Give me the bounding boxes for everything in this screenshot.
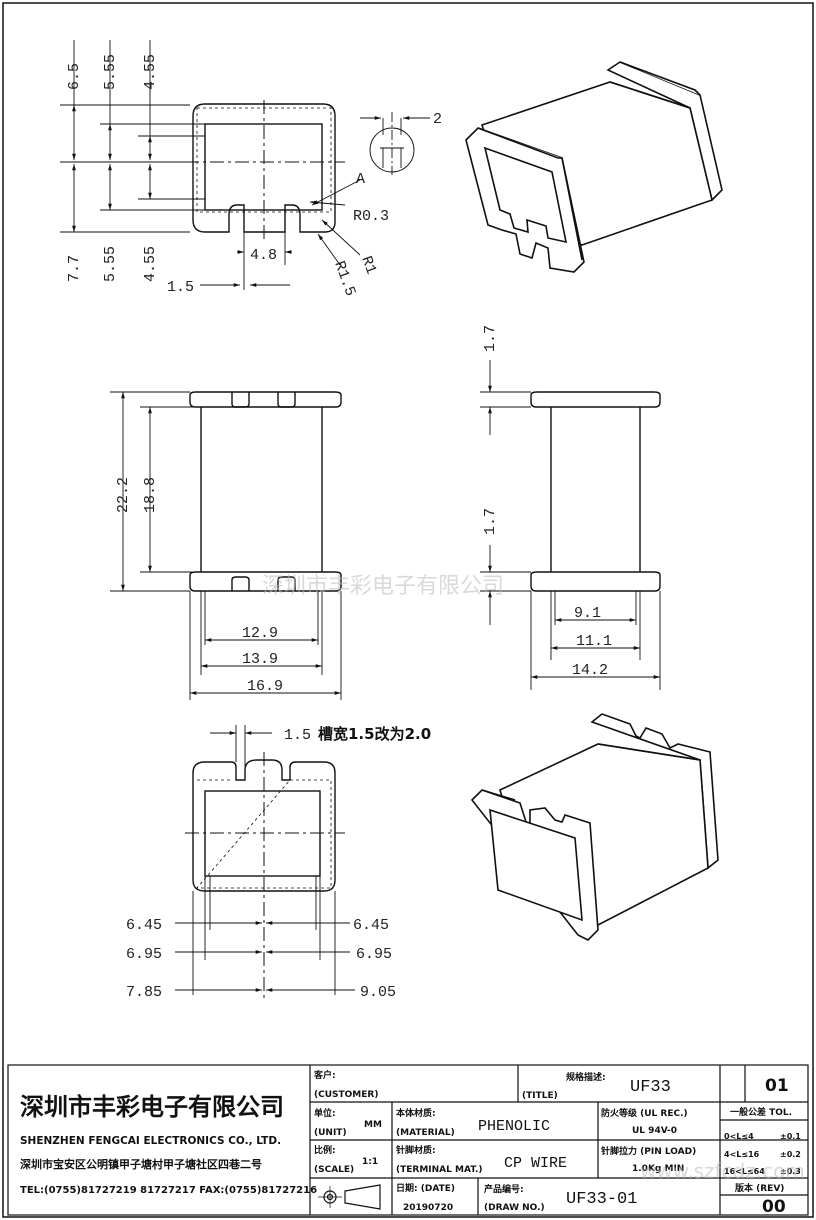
- tol-range-2: 4<L≤16: [724, 1150, 760, 1159]
- pinload-value: 1.0Kg MIN: [632, 1164, 684, 1174]
- company-address: 深圳市宝安区公明镇甲子塘村甲子塘社区四巷二号: [20, 1157, 262, 1171]
- date-label: 日期: (DATE): [396, 1182, 455, 1194]
- ul-value: UL 94V-0: [632, 1126, 677, 1136]
- drawno-value: UF33-01: [566, 1190, 637, 1209]
- side-view: [530, 391, 661, 592]
- company-name-en: SHENZHEN FENGCAI ELECTRONICS CO., LTD.: [20, 1135, 281, 1147]
- tol-value-1: ±0.1: [780, 1132, 801, 1141]
- watermark-text: 深圳市丰彩电子有限公司: [262, 574, 504, 599]
- tol-range-1: 0<L≤4: [724, 1132, 754, 1141]
- scale-label-cn: 比例:: [314, 1144, 336, 1156]
- terminal-value: CP WIRE: [504, 1155, 567, 1172]
- sheet-number: 01: [765, 1076, 789, 1096]
- isometric-view-top: [465, 61, 723, 273]
- scale-value: 1:1: [362, 1157, 378, 1167]
- site-watermark: www.szfcdz.com: [640, 1159, 805, 1183]
- dim-4.55-bottom: 4.55: [142, 246, 159, 282]
- top-view: [185, 100, 345, 240]
- customer-label-en: (CUSTOMER): [314, 1090, 378, 1100]
- dim-4.55-top: 4.55: [142, 54, 159, 90]
- dim-6.5: 6.5: [66, 63, 83, 90]
- dim-6.95-left: 6.95: [126, 946, 162, 963]
- bottom-view: [185, 752, 345, 1000]
- title-label-en: (TITLE): [522, 1091, 558, 1101]
- material-label-cn: 本体材质:: [396, 1107, 436, 1119]
- scale-label-en: (SCALE): [314, 1165, 354, 1175]
- revision-note: 槽宽1.5改为2.0: [318, 725, 431, 743]
- terminal-label-en: (TERMINAL MAT.): [396, 1165, 483, 1175]
- dim-r1.5: R1.5: [330, 259, 358, 299]
- unit-label-cn: 单位:: [314, 1107, 336, 1119]
- dim-5.55-top: 5.55: [102, 54, 119, 90]
- side-view-dim-lines: [480, 360, 661, 690]
- dim-9.1: 9.1: [574, 605, 601, 622]
- dim-slot-1.5: 1.5: [284, 727, 311, 744]
- dim-6.95-right: 6.95: [356, 946, 392, 963]
- drawno-label-cn: 产品编号:: [484, 1183, 524, 1195]
- terminal-label-cn: 针脚材质:: [396, 1144, 436, 1156]
- dim-r1: R1: [357, 254, 379, 277]
- rev-value: 00: [762, 1197, 786, 1217]
- detail-a-label: A: [356, 171, 365, 188]
- company-name-cn: 深圳市丰彩电子有限公司: [20, 1093, 284, 1121]
- top-view-dim-lines: [60, 40, 430, 290]
- title-value: UF33: [630, 1078, 671, 1097]
- unit-label-en: (UNIT): [314, 1128, 347, 1138]
- dim-6.45-left: 6.45: [126, 917, 162, 934]
- date-value: 20190720: [403, 1203, 453, 1213]
- unit-value: MM: [364, 1120, 382, 1130]
- dim-6.45-right: 6.45: [353, 917, 389, 934]
- title-block: [7, 1064, 809, 1216]
- dim-7.85-left: 7.85: [126, 984, 162, 1001]
- dim-1.5-pin: 1.5: [167, 279, 194, 296]
- dim-4.8: 4.8: [250, 247, 277, 264]
- title-label-cn: 规格描述:: [566, 1071, 606, 1083]
- dim-22.2: 22.2: [115, 477, 132, 513]
- dim-thickness-2: 2: [433, 111, 442, 128]
- dim-11.1: 11.1: [576, 633, 612, 650]
- drawno-label-en: (DRAW NO.): [484, 1203, 545, 1213]
- dim-5.55-bottom: 5.55: [102, 246, 119, 282]
- pinload-label: 针脚拉力 (PIN LOAD): [601, 1145, 696, 1157]
- dim-13.9: 13.9: [242, 651, 278, 668]
- front-view: [189, 391, 342, 592]
- dim-1.7-bottom: 1.7: [482, 508, 499, 535]
- rev-label: 版本 (REV): [734, 1182, 784, 1194]
- dim-12.9: 12.9: [242, 625, 278, 642]
- dim-16.9: 16.9: [247, 678, 283, 695]
- dim-1.7-top: 1.7: [482, 325, 499, 352]
- tolerance-label: 一般公差 TOL.: [730, 1106, 792, 1118]
- dim-14.2: 14.2: [572, 662, 608, 679]
- dim-7.7: 7.7: [66, 255, 83, 282]
- dim-9.05-right: 9.05: [360, 984, 396, 1001]
- front-view-dim-lines: [110, 391, 342, 700]
- ul-label: 防火等级 (UL REC.): [601, 1107, 688, 1119]
- tol-value-2: ±0.2: [780, 1150, 801, 1159]
- tol-value-3: ±0.3: [780, 1167, 801, 1176]
- isometric-view-bottom: [470, 713, 719, 941]
- dim-r0.3: R0.3: [353, 208, 389, 225]
- tol-range-3: 16<L≤64: [724, 1167, 765, 1176]
- material-label-en: (MATERIAL): [396, 1128, 455, 1138]
- dim-18.8: 18.8: [142, 477, 159, 513]
- material-value: PHENOLIC: [478, 1118, 550, 1135]
- customer-label-cn: 客户:: [313, 1069, 336, 1081]
- bottom-view-dim-lines: [175, 725, 355, 995]
- company-contact: TEL:(0755)81727219 81727217 FAX:(0755)81…: [20, 1185, 317, 1196]
